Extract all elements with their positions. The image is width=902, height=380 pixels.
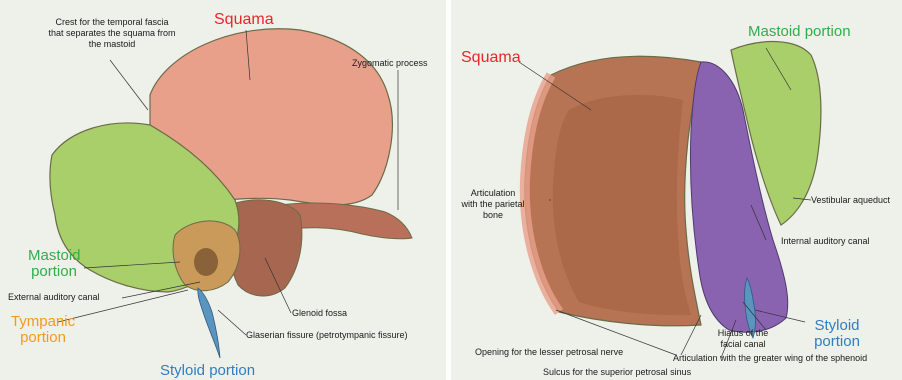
lesser-petrosal-label: Opening for the lesser petrosal nerve bbox=[475, 347, 623, 358]
vestibular-aqueduct-label: Vestibular aqueduct bbox=[811, 195, 890, 206]
right-squama-label: Squama bbox=[461, 49, 521, 66]
right-styloid-label-line-2: portion bbox=[807, 334, 867, 350]
left-mastoid-label-line-2: portion bbox=[28, 264, 80, 280]
articulation-label-line-1: Articulation bbox=[457, 188, 529, 199]
glenoid-label: Glenoid fossa bbox=[292, 308, 347, 319]
left-ear-canal-opening bbox=[194, 248, 218, 276]
crest-label-line-3: the mastoid bbox=[12, 39, 212, 50]
tympanic-label: Tympanic portion bbox=[8, 314, 78, 346]
left-squama-label: Squama bbox=[214, 11, 274, 28]
left-panel-lateral-view: Crest for the temporal fascia that separ… bbox=[0, 0, 446, 380]
articulation-label-line-3: bone bbox=[457, 210, 529, 221]
tympanic-label-line-1: Tympanic bbox=[8, 314, 78, 330]
glaserian-label: Glaserian fissure (petrotympanic fissure… bbox=[246, 330, 408, 341]
right-mastoid-label: Mastoid portion bbox=[748, 24, 851, 40]
zygomatic-label: Zygomatic process bbox=[352, 58, 428, 69]
articulation-label-line-2: with the parietal bbox=[457, 199, 529, 210]
hiatus-label-line-1: Hiatus of the bbox=[713, 328, 773, 339]
left-styloid-label: Styloid portion bbox=[160, 363, 255, 379]
left-mastoid-label-line-1: Mastoid bbox=[28, 248, 80, 264]
right-squama-inner-shade bbox=[553, 95, 691, 315]
internal-canal-label: Internal auditory canal bbox=[781, 236, 870, 247]
hiatus-facial-canal-label: Hiatus of the facial canal bbox=[713, 328, 773, 350]
articulation-parietal-label: Articulation with the parietal bone bbox=[457, 188, 529, 221]
tympanic-label-line-2: portion bbox=[8, 330, 78, 346]
right-styloid-label: Styloid portion bbox=[807, 318, 867, 350]
right-styloid-label-line-1: Styloid bbox=[807, 318, 867, 334]
right-panel-medial-view: Squama Mastoid portion Articulation with… bbox=[451, 0, 902, 380]
hiatus-label-line-2: facial canal bbox=[713, 339, 773, 350]
crest-label: Crest for the temporal fascia that separ… bbox=[12, 17, 212, 50]
crest-label-line-1: Crest for the temporal fascia bbox=[12, 17, 212, 28]
left-mastoid-label: Mastoid portion bbox=[28, 248, 80, 280]
greater-wing-label: Articulation with the greater wing of th… bbox=[673, 353, 867, 364]
external-canal-label: External auditory canal bbox=[8, 292, 100, 303]
crest-label-line-2: that separates the squama from bbox=[12, 28, 212, 39]
sulcus-label: Sulcus for the superior petrosal sinus bbox=[543, 367, 691, 378]
